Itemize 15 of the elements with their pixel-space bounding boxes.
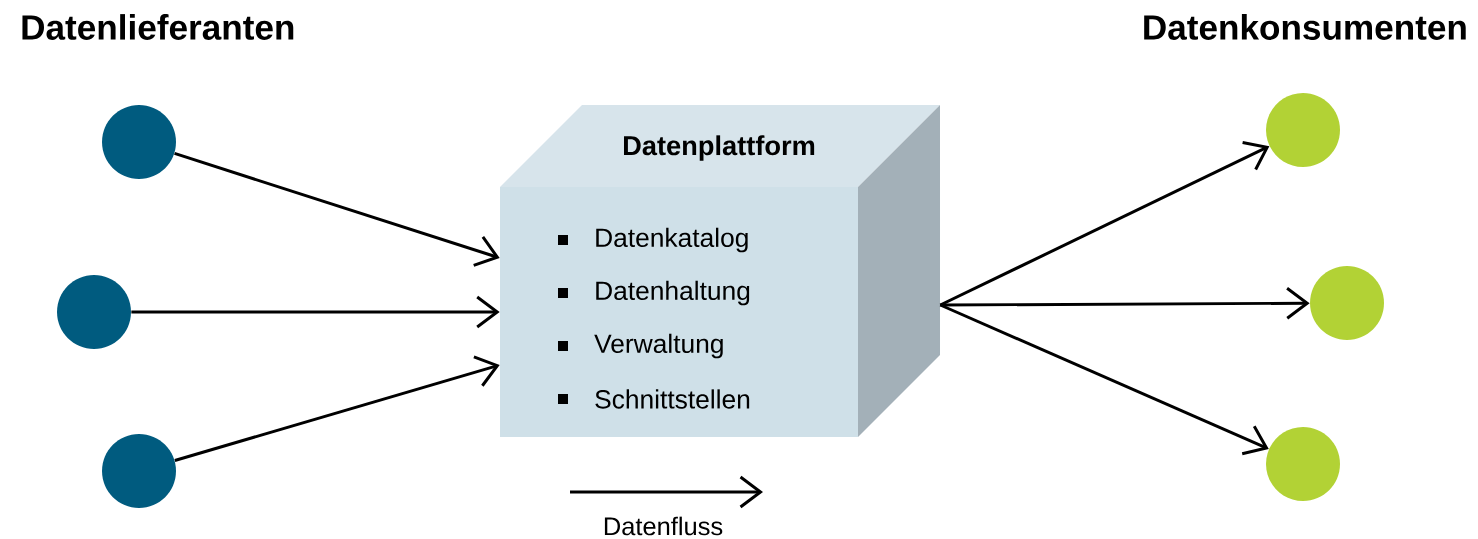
circle-node — [1266, 427, 1340, 501]
arrow — [174, 355, 500, 462]
cube-heading: Datenplattform — [624, 135, 815, 161]
circle-node — [57, 275, 131, 349]
circle-node — [1310, 266, 1384, 340]
circle-node — [1266, 93, 1340, 167]
arrow — [940, 287, 1310, 320]
arrow — [131, 295, 500, 329]
legend-label: Datenfluss — [604, 516, 723, 536]
circle-node — [102, 105, 176, 179]
arrow — [939, 303, 1269, 456]
column-heading: Datenlieferanten — [22, 14, 294, 40]
circle-node — [102, 434, 176, 508]
column-heading: Datenkonsumenten — [1144, 14, 1466, 40]
arrow — [174, 152, 500, 267]
